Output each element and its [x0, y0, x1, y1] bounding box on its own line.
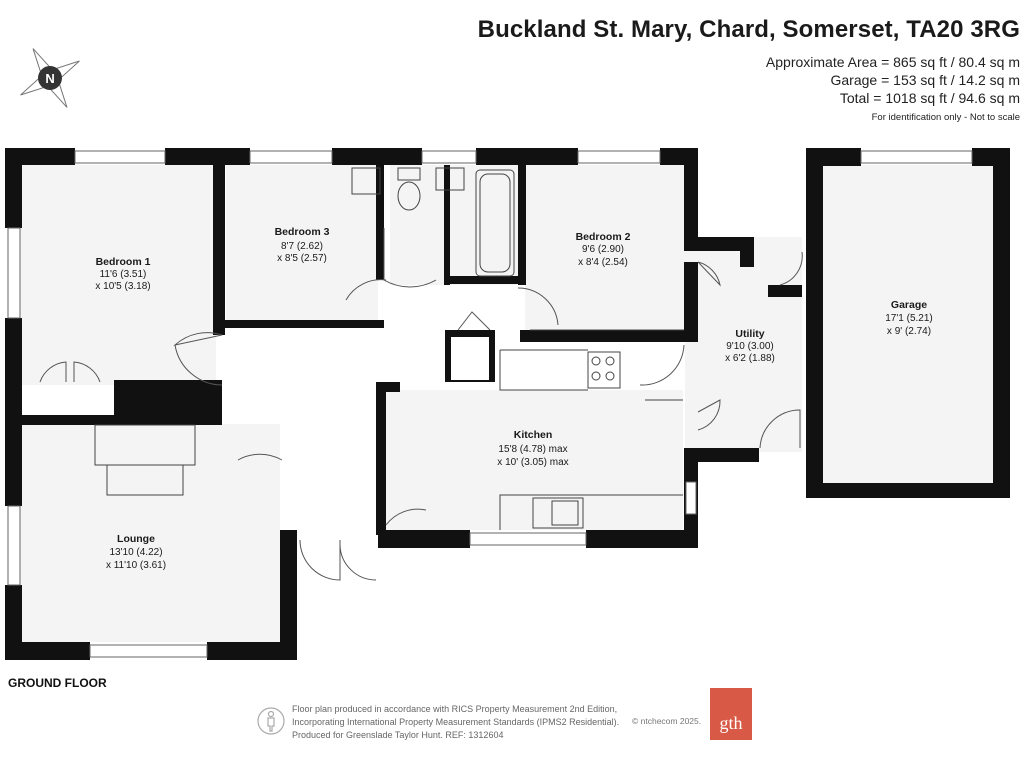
footer-text: Floor plan produced in accordance with R…	[292, 703, 619, 742]
walls	[5, 148, 1010, 660]
utility-name: Utility	[735, 328, 764, 340]
logo-text: gth	[719, 713, 743, 733]
approx-area: Approximate Area = 865 sq ft / 80.4 sq m	[765, 54, 1020, 70]
fixtures	[94, 167, 684, 530]
rics-icon	[257, 707, 285, 735]
utility-dim2: x 6'2 (1.88)	[725, 353, 775, 364]
garage-dim1: 17'1 (5.21)	[885, 313, 933, 324]
bedroom2-dim2: x 8'4 (2.54)	[578, 257, 628, 268]
total-area: Total = 1018 sq ft / 94.6 sq m	[839, 90, 1020, 106]
bedroom1-dim2: x 10'5 (3.18)	[95, 281, 150, 292]
gth-logo: gth	[710, 688, 752, 740]
garage-dim2: x 9' (2.74)	[887, 326, 931, 337]
footer-line3: Produced for Greenslade Taylor Hunt. REF…	[292, 730, 504, 740]
compass-letter: N	[45, 71, 54, 86]
bedroom1-dim1: 11'6 (3.51)	[100, 269, 147, 280]
wall-cutouts	[451, 337, 489, 380]
disclaimer: For identification only - Not to scale	[871, 112, 1020, 123]
bedroom2-name: Bedroom 2	[576, 231, 631, 243]
compass-icon: N	[20, 48, 80, 108]
room-floors	[20, 165, 993, 642]
footer-line1: Floor plan produced in accordance with R…	[292, 704, 618, 714]
page-title: Buckland St. Mary, Chard, Somerset, TA20…	[477, 16, 1020, 43]
copyright-credit: © ntchecom 2025.	[632, 716, 702, 726]
lounge-name: Lounge	[117, 533, 155, 545]
kitchen-dim1: 15'8 (4.78) max	[498, 444, 567, 455]
doors	[39, 228, 803, 581]
kitchen-dim2: x 10' (3.05) max	[497, 457, 568, 468]
floor-label: GROUND FLOOR	[8, 676, 107, 690]
bedroom3-dim2: x 8'5 (2.57)	[277, 253, 327, 264]
bedroom3-dim1: 8'7 (2.62)	[281, 241, 323, 252]
lounge-dim1: 13'10 (4.22)	[109, 547, 162, 558]
bedroom1-name: Bedroom 1	[96, 256, 151, 268]
bedroom3-name: Bedroom 3	[275, 226, 330, 238]
room-labels: Bedroom 1 11'6 (3.51) x 10'5 (3.18) Bedr…	[95, 226, 932, 571]
lounge-dim2: x 11'10 (3.61)	[106, 560, 166, 571]
bedroom2-dim1: 9'6 (2.90)	[582, 244, 624, 255]
kitchen-name: Kitchen	[514, 429, 553, 441]
utility-dim1: 9'10 (3.00)	[726, 341, 774, 352]
garage-area: Garage = 153 sq ft / 14.2 sq m	[830, 72, 1021, 88]
footer-line2: Incorporating International Property Mea…	[292, 717, 620, 727]
garage-name: Garage	[891, 299, 927, 311]
windows	[7, 150, 973, 658]
